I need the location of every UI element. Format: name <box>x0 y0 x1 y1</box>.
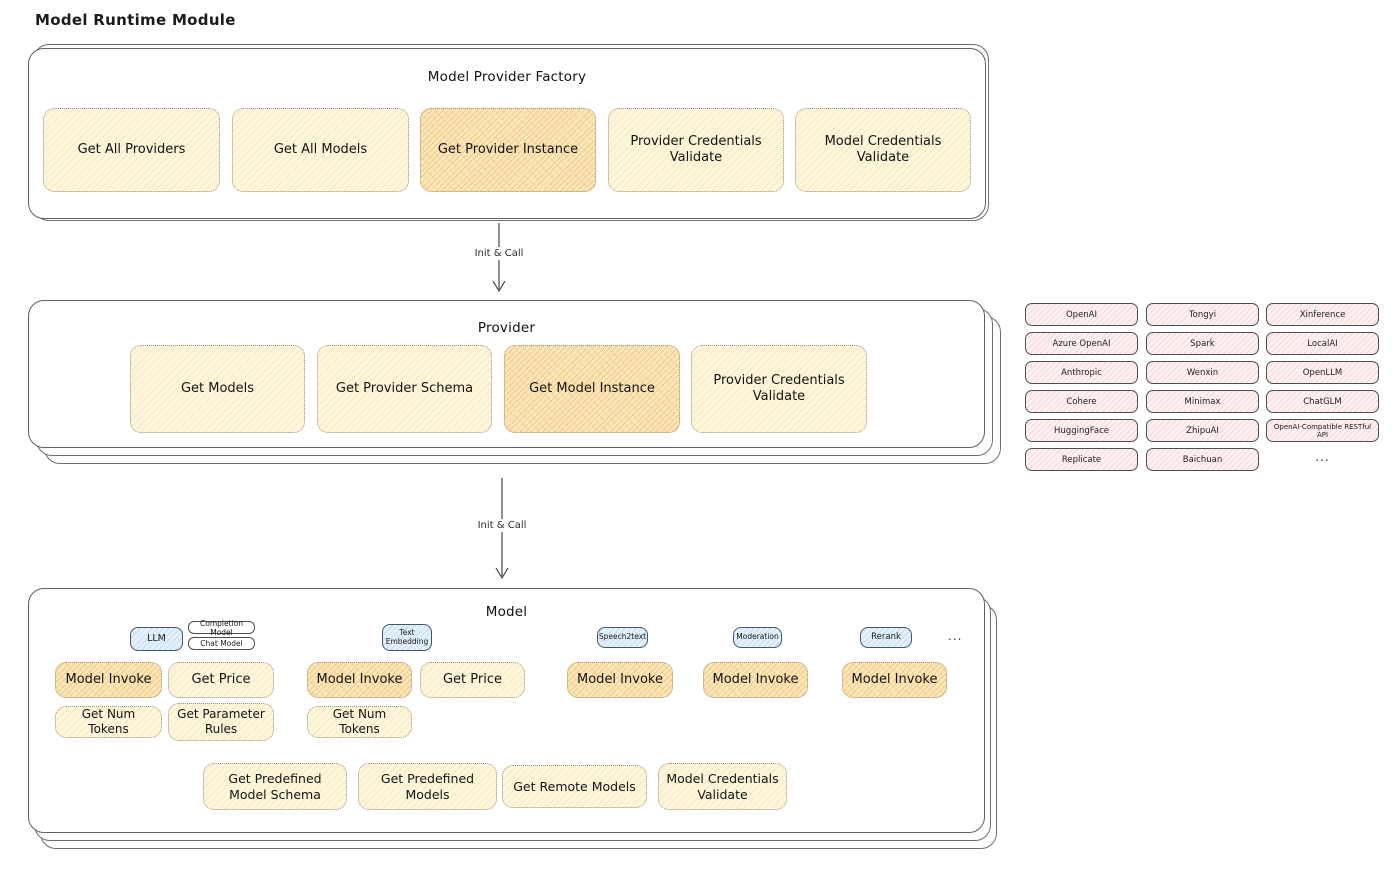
factory-box-get-all-providers: Get All Providers <box>43 108 220 192</box>
moderation-model-invoke: Model Invoke <box>703 662 808 698</box>
speech2text-model-invoke: Model Invoke <box>567 662 673 698</box>
init-call-label-1: Init & Call <box>454 247 544 260</box>
provider-chip-chatglm: ChatGLM <box>1266 390 1379 413</box>
tag-chat-model: Chat Model <box>188 637 255 650</box>
provider-box-get-provider-schema: Get Provider Schema <box>317 345 492 433</box>
provider-chip-replicate: Replicate <box>1025 448 1138 471</box>
provider-chip-huggingface: HuggingFace <box>1025 419 1138 442</box>
provider-chip-cohere: Cohere <box>1025 390 1138 413</box>
provider-chip-openai-compatible-restful-api: OpenAI-Compatible RESTful API <box>1266 419 1379 442</box>
provider-title: Provider <box>477 320 536 336</box>
provider-box-provider-credentials-validate: Provider Credentials Validate <box>691 345 867 433</box>
provider-chip-azure-openai: Azure OpenAI <box>1025 332 1138 355</box>
embedding-get-price: Get Price <box>420 662 525 698</box>
model-tags-ellipsis: ... <box>948 629 963 643</box>
provider-chip-minimax: Minimax <box>1146 390 1259 413</box>
model-get-remote-models: Get Remote Models <box>502 765 647 808</box>
provider-list-ellipsis: ... <box>1315 450 1330 464</box>
tag-llm: LLM <box>130 627 183 651</box>
model-get-predefined-models: Get Predefined Models <box>358 763 497 810</box>
tag-speech2text: Speech2text <box>597 627 648 648</box>
tag-rerank: Rerank <box>860 627 912 648</box>
factory-box-provider-credentials-validate: Provider Credentials Validate <box>608 108 784 192</box>
provider-chip-wenxin: Wenxin <box>1146 361 1259 384</box>
factory-box-get-provider-instance: Get Provider Instance <box>420 108 596 192</box>
provider-chip-tongyi: Tongyi <box>1146 303 1259 326</box>
embedding-model-invoke: Model Invoke <box>307 662 412 698</box>
tag-completion-model: Completion Model <box>188 619 255 637</box>
init-call-arrow-1 <box>492 223 506 293</box>
tag-text-embedding: Text Embedding <box>382 624 432 651</box>
page-title: Model Runtime Module <box>35 11 236 29</box>
provider-chip-spark: Spark <box>1146 332 1259 355</box>
model-get-predefined-model-schema: Get Predefined Model Schema <box>203 763 347 810</box>
provider-box-get-model-instance: Get Model Instance <box>504 345 680 433</box>
factory-box-get-all-models: Get All Models <box>232 108 409 192</box>
provider-chip-anthropic: Anthropic <box>1025 361 1138 384</box>
provider-chip-openai: OpenAI <box>1025 303 1138 326</box>
provider-chip-baichuan: Baichuan <box>1146 448 1259 471</box>
embedding-get-num-tokens: Get Num Tokens <box>307 706 412 738</box>
provider-chip-openllm: OpenLLM <box>1266 361 1379 384</box>
llm-get-price: Get Price <box>168 662 274 698</box>
provider-chip-zhipuai: ZhipuAI <box>1146 419 1259 442</box>
llm-get-num-tokens: Get Num Tokens <box>55 706 162 738</box>
model-model-credentials-validate: Model Credentials Validate <box>658 763 787 810</box>
provider-chip-localai: LocalAI <box>1266 332 1379 355</box>
factory-title: Model Provider Factory <box>427 69 587 85</box>
provider-box-get-models: Get Models <box>130 345 305 433</box>
model-title: Model <box>485 604 528 620</box>
rerank-model-invoke: Model Invoke <box>842 662 947 698</box>
llm-get-parameter-rules: Get Parameter Rules <box>168 703 274 741</box>
init-call-label-2: Init & Call <box>457 519 547 532</box>
factory-box-model-credentials-validate: Model Credentials Validate <box>795 108 971 192</box>
provider-chip-xinference: Xinference <box>1266 303 1379 326</box>
tag-moderation: Moderation <box>733 627 782 648</box>
llm-model-invoke: Model Invoke <box>55 662 162 698</box>
